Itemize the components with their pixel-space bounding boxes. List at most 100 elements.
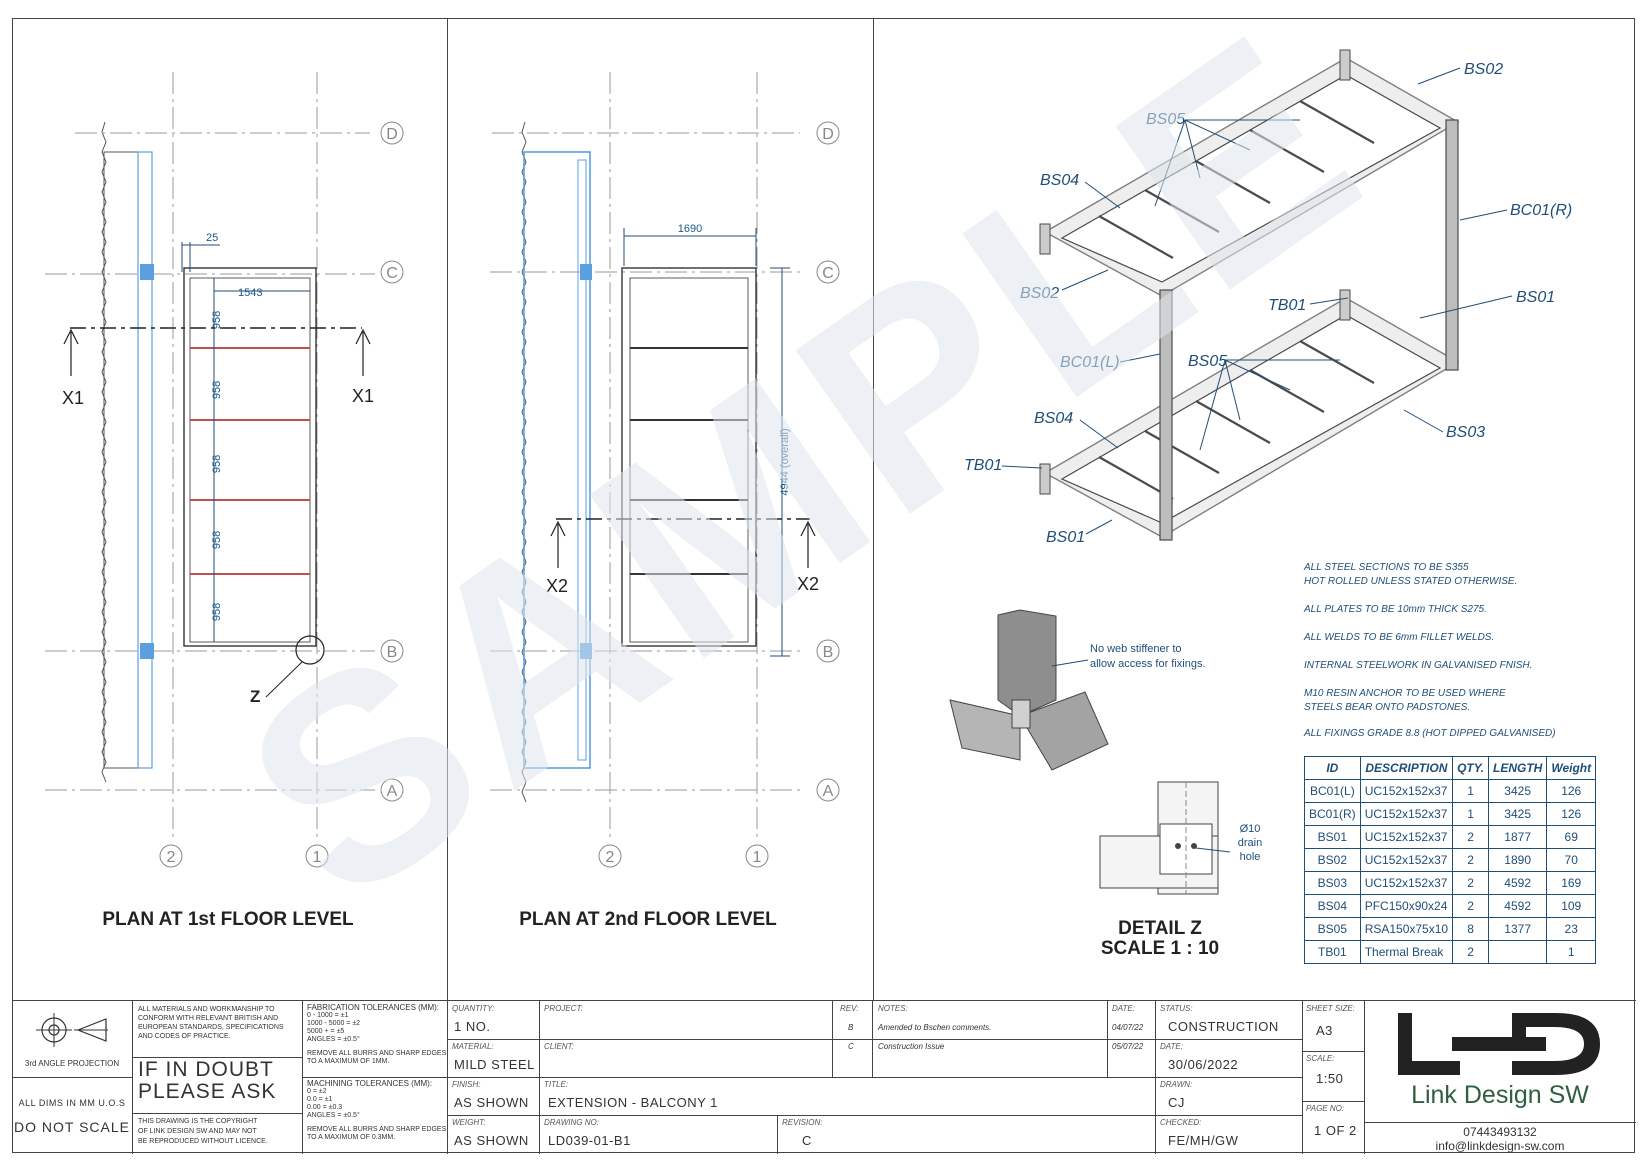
grid-label-a: A [387, 783, 398, 800]
weight-value: AS SHOWN [454, 1133, 529, 1148]
project-label: PROJECT: [544, 1004, 583, 1013]
parts-table-cell: BS02 [1304, 848, 1361, 872]
note-line: HOT ROLLED UNLESS STATED OTHERWISE. [1304, 576, 1517, 587]
revision-b-note: Amended to Bschen comments. [878, 1023, 992, 1032]
detail-z-hole-2: drain [1238, 837, 1262, 849]
parts-table-heading: LENGTH [1487, 756, 1548, 780]
revision-label: REVISION: [782, 1118, 823, 1127]
callout-bs04-bottom: BS04 [1034, 410, 1073, 427]
detail-z-hole-1: Ø10 [1240, 823, 1261, 835]
company-email: info@linkdesign-sw.com [1435, 1139, 1565, 1153]
view-divider-2 [873, 18, 874, 1000]
parts-table-cell: 3425 [1487, 802, 1548, 826]
parts-table-cell: BS04 [1304, 894, 1361, 918]
stair-outline [137, 151, 153, 769]
note-line: STEELS BEAR ONTO PADSTONES. [1304, 702, 1470, 713]
section-label-x2-right: X2 [797, 574, 819, 594]
link-design-logo [1398, 1013, 1600, 1075]
parts-table-cell: 23 [1546, 917, 1597, 941]
parts-table-cell: RSA150x75x10 [1359, 917, 1454, 941]
bearing-c [580, 264, 592, 280]
parts-table-cell: 1 [1546, 940, 1597, 964]
dim-1690: 1690 [678, 223, 702, 235]
parts-table-cell: 2 [1452, 871, 1489, 895]
grid-label-b: B [387, 644, 398, 661]
grid-bubble-d [380, 121, 404, 145]
iso-callouts: BS02 BS05 BS04 BC01(R) BS02 TB01 BS01 BC… [964, 61, 1572, 546]
grid-label-b: B [823, 644, 834, 661]
client-label: CLIENT: [544, 1042, 575, 1051]
drawn-label: DRAWN: [1160, 1080, 1193, 1089]
parts-table-cell: BS05 [1304, 917, 1361, 941]
grid-label-a: A [823, 783, 834, 800]
stair-inner [577, 159, 587, 761]
detail-3d-note-1: No web stiffener to [1090, 643, 1182, 655]
detail-z: Ø10 drain hole DETAIL Z SCALE 1 : 10 [1099, 781, 1262, 959]
grid-bubble-c [380, 260, 404, 284]
revision-c-note: Construction Issue [878, 1042, 945, 1051]
parts-table-cell: 2 [1452, 894, 1489, 918]
rev-label: REV: [840, 1004, 859, 1013]
stair-outline [523, 151, 591, 769]
status-value: CONSTRUCTION [1168, 1019, 1279, 1034]
dim-25: 25 [206, 232, 218, 244]
parts-table-cell: BS03 [1304, 871, 1361, 895]
projection-label: 3rd ANGLE PROJECTION [24, 1059, 120, 1068]
revision-b: B [848, 1023, 854, 1032]
grid-bubble-b [816, 639, 840, 663]
issue-date-label: DATE: [1160, 1042, 1183, 1051]
third-angle-projection-icon [36, 1013, 108, 1047]
balcony-frame-inner [629, 277, 749, 643]
parts-table-cell: TB01 [1304, 940, 1361, 964]
parts-table-cell: 126 [1546, 779, 1597, 803]
callout-bs05-bottom: BS05 [1188, 353, 1227, 370]
detail-3d-note-2: allow access for fixings. [1090, 658, 1206, 670]
callout-bs02-left: BS02 [1020, 285, 1059, 302]
detail-z-hole-3: hole [1240, 851, 1261, 863]
dim-958: 958 [211, 381, 223, 399]
wall-outline [103, 151, 153, 769]
grid-label-c: C [822, 265, 834, 282]
fabrication-tolerances: FABRICATION TOLERANCES (MM): 0 - 1000 = … [307, 1003, 447, 1066]
note-line: ALL STEEL SECTIONS TO BE S355 [1303, 562, 1469, 573]
scale-label: SCALE: [1306, 1054, 1335, 1063]
callout-bc01-r: BC01(R) [1510, 202, 1572, 219]
callout-bs02-top: BS02 [1464, 61, 1503, 78]
revision-b-date: 04/07/22 [1112, 1023, 1144, 1032]
drawn-value: CJ [1168, 1095, 1185, 1110]
note-line: ALL PLATES TO BE 10mm THICK S275. [1303, 604, 1487, 615]
plan-2nd-floor: D C B A 2 1 1690 4944 (overall) X2 X2 PL… [490, 72, 840, 930]
plan-2nd-floor-title: PLAN AT 2nd FLOOR LEVEL [519, 909, 777, 930]
date-label: DATE: [1112, 1004, 1135, 1013]
parts-table-cell: UC152x152x37 [1359, 848, 1454, 872]
grid-label-2: 2 [606, 849, 615, 866]
plan-1st-floor-title: PLAN AT 1st FLOOR LEVEL [102, 909, 354, 930]
wall-break-line [101, 121, 107, 783]
detail-z-scale: SCALE 1 : 10 [1101, 938, 1219, 959]
balcony-frame [621, 267, 757, 647]
parts-table-cell: 70 [1546, 848, 1597, 872]
parts-table-heading: Weight [1546, 756, 1597, 780]
grid-label-1: 1 [313, 849, 322, 866]
note-line: M10 RESIN ANCHOR TO BE USED WHERE [1304, 688, 1506, 699]
parts-table-cell: BS01 [1304, 825, 1361, 849]
grid-bubble-1 [305, 844, 329, 868]
drawing-canvas: D C B A 2 1 25 1543 958 958 958 958 958 [45, 49, 1572, 959]
notes-label: NOTES: [878, 1004, 908, 1013]
dims-unit-label: ALL DIMS IN MM U.O.S [18, 1098, 126, 1108]
bearing-b [580, 643, 592, 659]
dim-958: 958 [211, 455, 223, 473]
parts-table-heading: ID [1304, 756, 1361, 780]
parts-table-cell: UC152x152x37 [1359, 779, 1454, 803]
callout-bs01-right: BS01 [1516, 289, 1555, 306]
